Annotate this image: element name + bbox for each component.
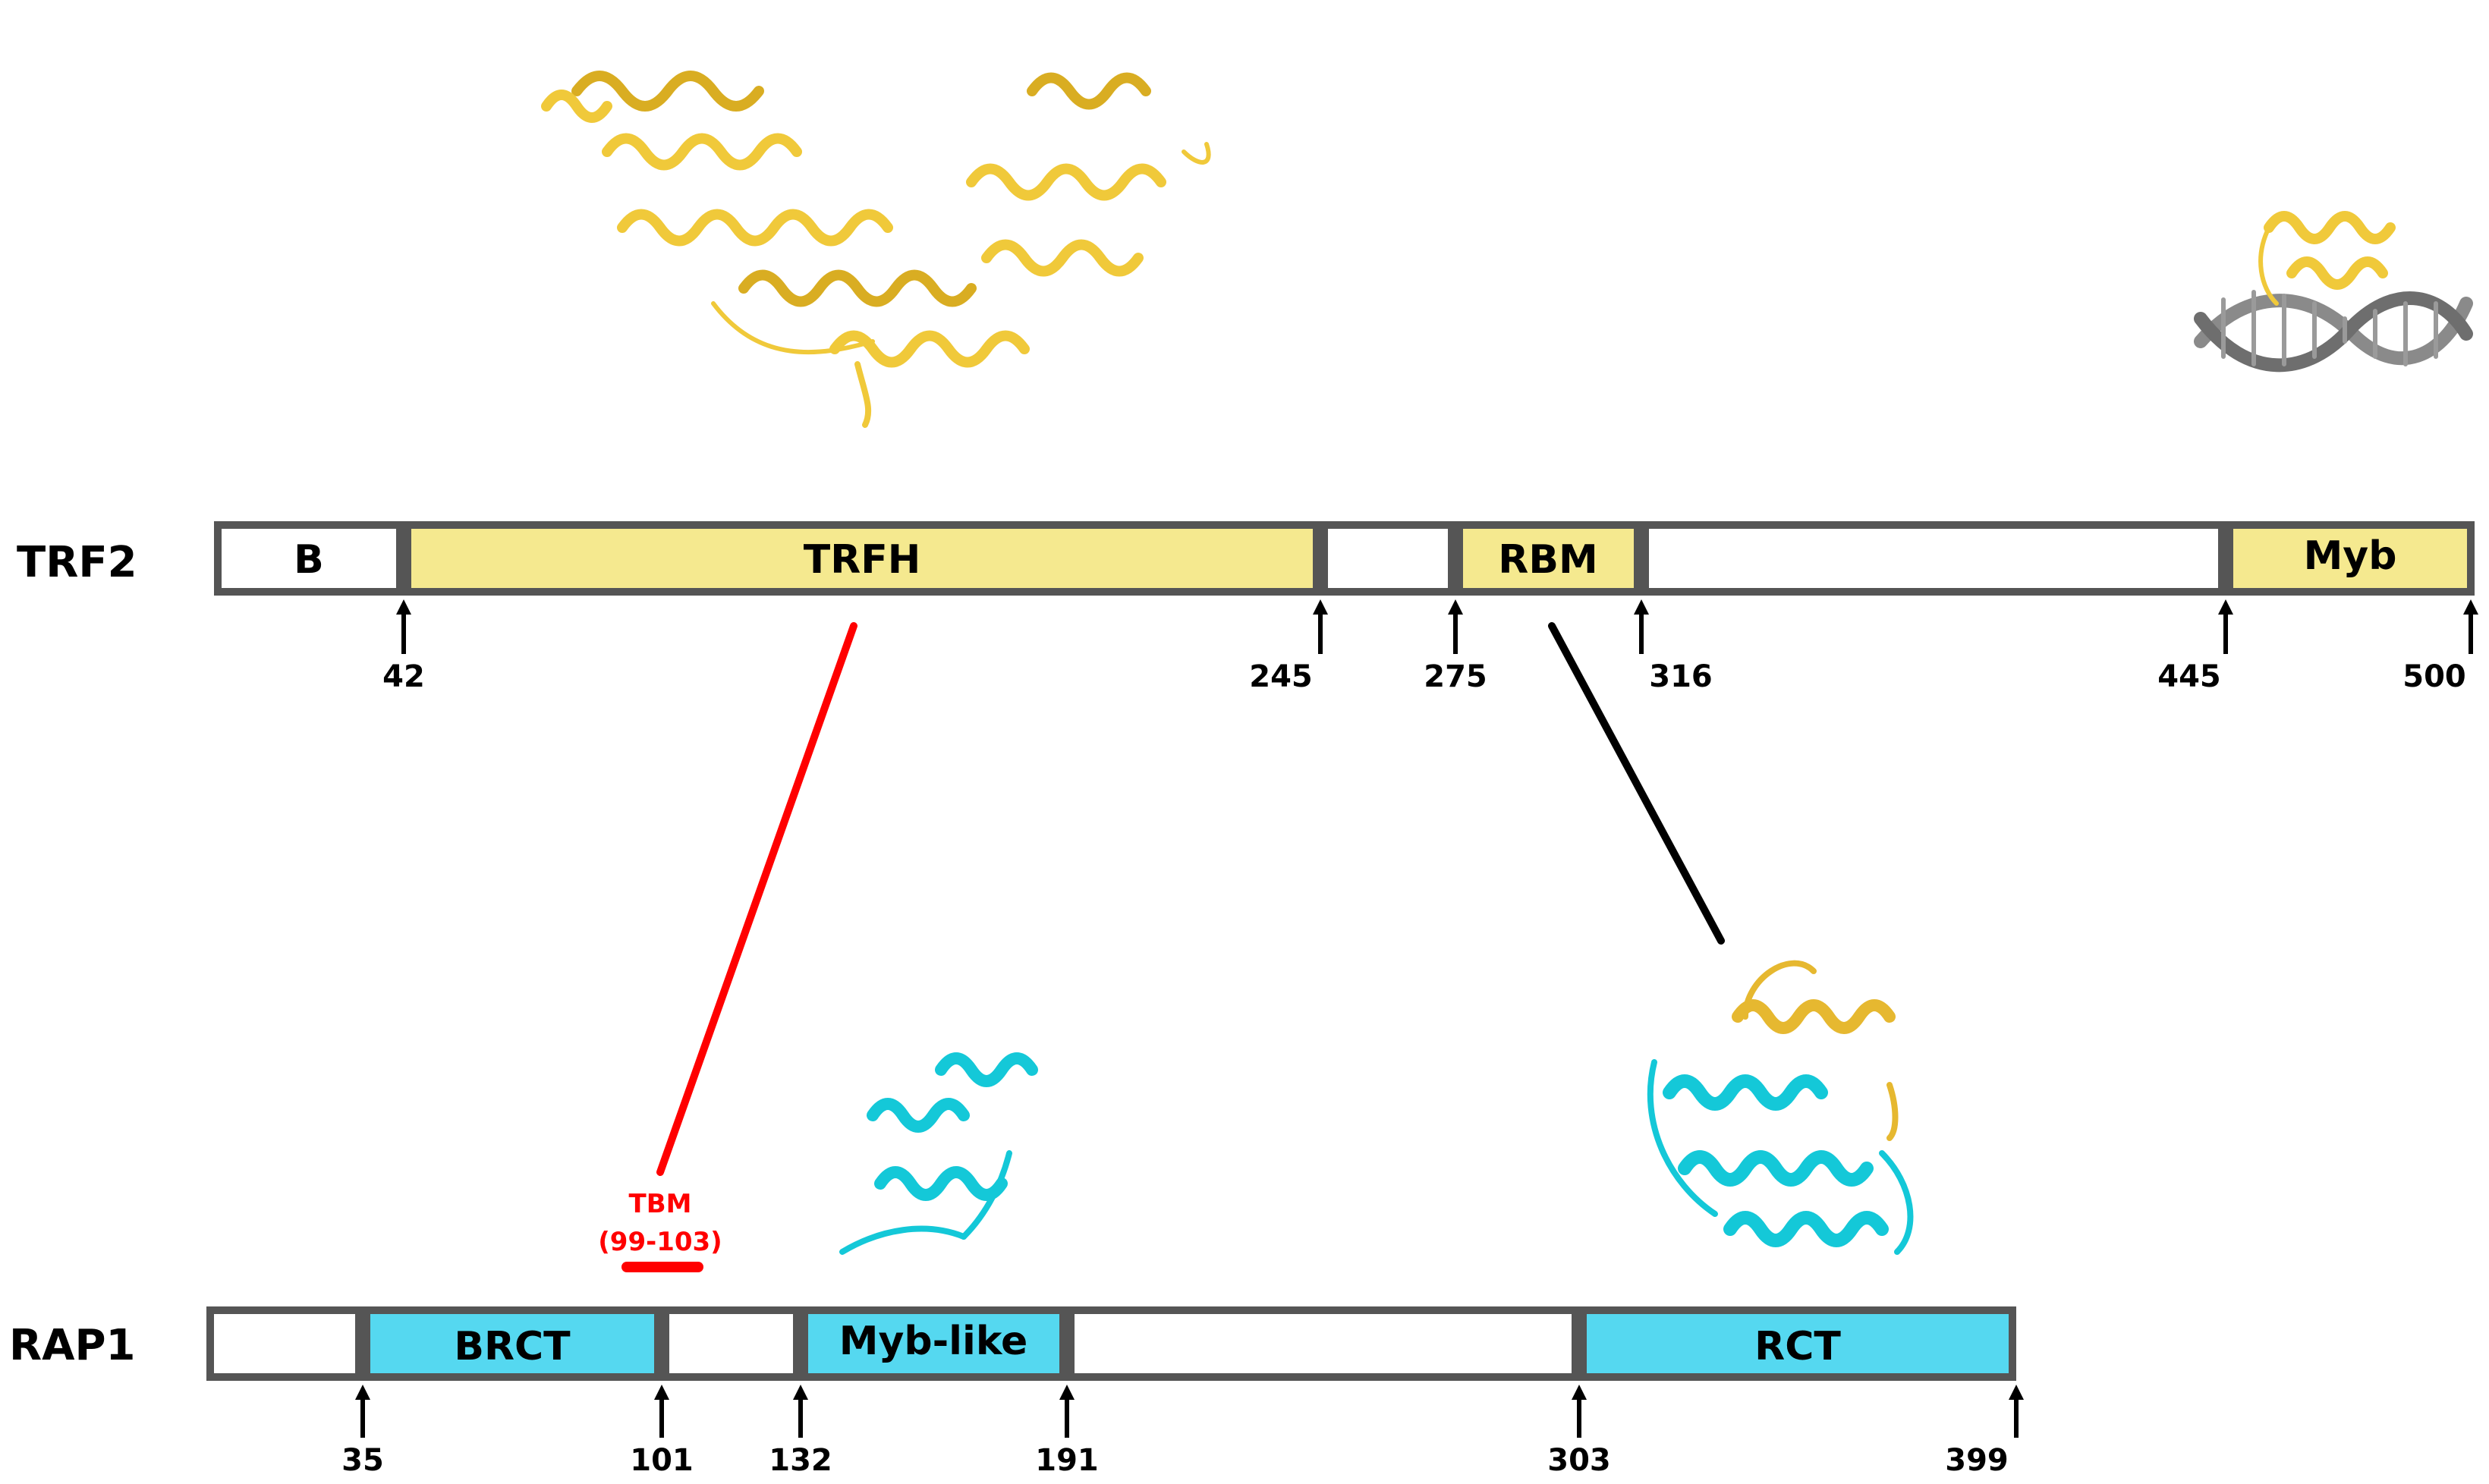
rap1-domain-n-terminal bbox=[206, 1306, 363, 1381]
trf2-pos-42: 42 bbox=[382, 659, 425, 694]
trf2-position-markers bbox=[396, 599, 2478, 654]
rap1-position-markers bbox=[355, 1385, 2024, 1438]
tbm-range: (99-103) bbox=[598, 1227, 722, 1257]
rap1-domain-rct-label: RCT bbox=[1754, 1324, 1841, 1369]
rap1-pos-191: 191 bbox=[1035, 1443, 1099, 1478]
rap1-pos-132: 132 bbox=[769, 1443, 832, 1478]
trf2-pos-245: 245 bbox=[1249, 659, 1313, 694]
rap1-domain-brct bbox=[363, 1306, 662, 1381]
trf2-domain-trfh bbox=[404, 521, 1320, 596]
trf2-domain-b bbox=[214, 521, 404, 596]
trfh-structure-icon bbox=[541, 71, 1211, 428]
trf2-pos-275: 275 bbox=[1424, 659, 1487, 694]
rap1-arrow-399 bbox=[2009, 1385, 2024, 1438]
rap1-arrow-101 bbox=[654, 1385, 669, 1438]
rap1-arrow-303 bbox=[1572, 1385, 1587, 1438]
rap1-pos-399: 399 bbox=[1945, 1443, 2009, 1478]
rap1-arrow-191 bbox=[1059, 1385, 1075, 1438]
trf2-domain-rbm bbox=[1455, 521, 1641, 596]
rap1-label: RAP1 bbox=[9, 1321, 135, 1370]
trfh-tbm-link bbox=[656, 622, 857, 1176]
rap1-domain-linker-2 bbox=[1067, 1306, 1579, 1381]
rap1-arrow-132 bbox=[793, 1385, 808, 1438]
rap1-pos-101: 101 bbox=[630, 1443, 694, 1478]
trf2-arrow-275 bbox=[1448, 599, 1463, 654]
trf2-domain-myb-label: Myb bbox=[2304, 533, 2397, 579]
trf2-pos-316: 316 bbox=[1649, 659, 1713, 694]
trf2-pos-500: 500 bbox=[2402, 659, 2466, 694]
tbm-label: TBM bbox=[629, 1189, 692, 1219]
rap1-arrow-35 bbox=[355, 1385, 370, 1438]
rap1-domain-brct-label: BRCT bbox=[454, 1324, 571, 1369]
rap1-domain-bar: BRCT Myb-like RCT bbox=[206, 1306, 2016, 1381]
trf2-domain-myb bbox=[2226, 521, 2475, 596]
rap1-domain-linker-1 bbox=[662, 1306, 801, 1381]
rap1-domain-myb-like-label: Myb-like bbox=[839, 1319, 1028, 1364]
trf2-arrow-445 bbox=[2218, 599, 2233, 654]
rap1-pos-35: 35 bbox=[341, 1443, 384, 1478]
myb-dna-structure-icon bbox=[2194, 211, 2473, 373]
trf2-pos-445: 445 bbox=[2157, 659, 2221, 694]
rap1-domain-myb-like bbox=[801, 1306, 1067, 1381]
trf2-label: TRF2 bbox=[17, 538, 137, 587]
trf2-domain-linker-2 bbox=[1641, 521, 2226, 596]
trf2-domain-rbm-label: RBM bbox=[1498, 537, 1597, 583]
myb-like-structure-icon bbox=[839, 1052, 1038, 1255]
trf2-domain-bar: B TRFH RBM Myb bbox=[214, 521, 2475, 596]
rap1-pos-303: 303 bbox=[1547, 1443, 1611, 1478]
trf2-domain-linker-1 bbox=[1320, 521, 1455, 596]
rap1-domain-rct bbox=[1579, 1306, 2016, 1381]
rct-rbm-complex-icon bbox=[1647, 960, 1914, 1255]
trf2-arrow-42 bbox=[396, 599, 411, 654]
trf2-domain-trfh-label: TRFH bbox=[804, 537, 921, 583]
trf2-arrow-316 bbox=[1634, 599, 1649, 654]
trf2-domain-b-label: B bbox=[294, 537, 324, 583]
trf2-arrow-500 bbox=[2463, 599, 2478, 654]
trf2-arrow-245 bbox=[1313, 599, 1328, 654]
rbm-rct-link bbox=[1548, 622, 1725, 945]
